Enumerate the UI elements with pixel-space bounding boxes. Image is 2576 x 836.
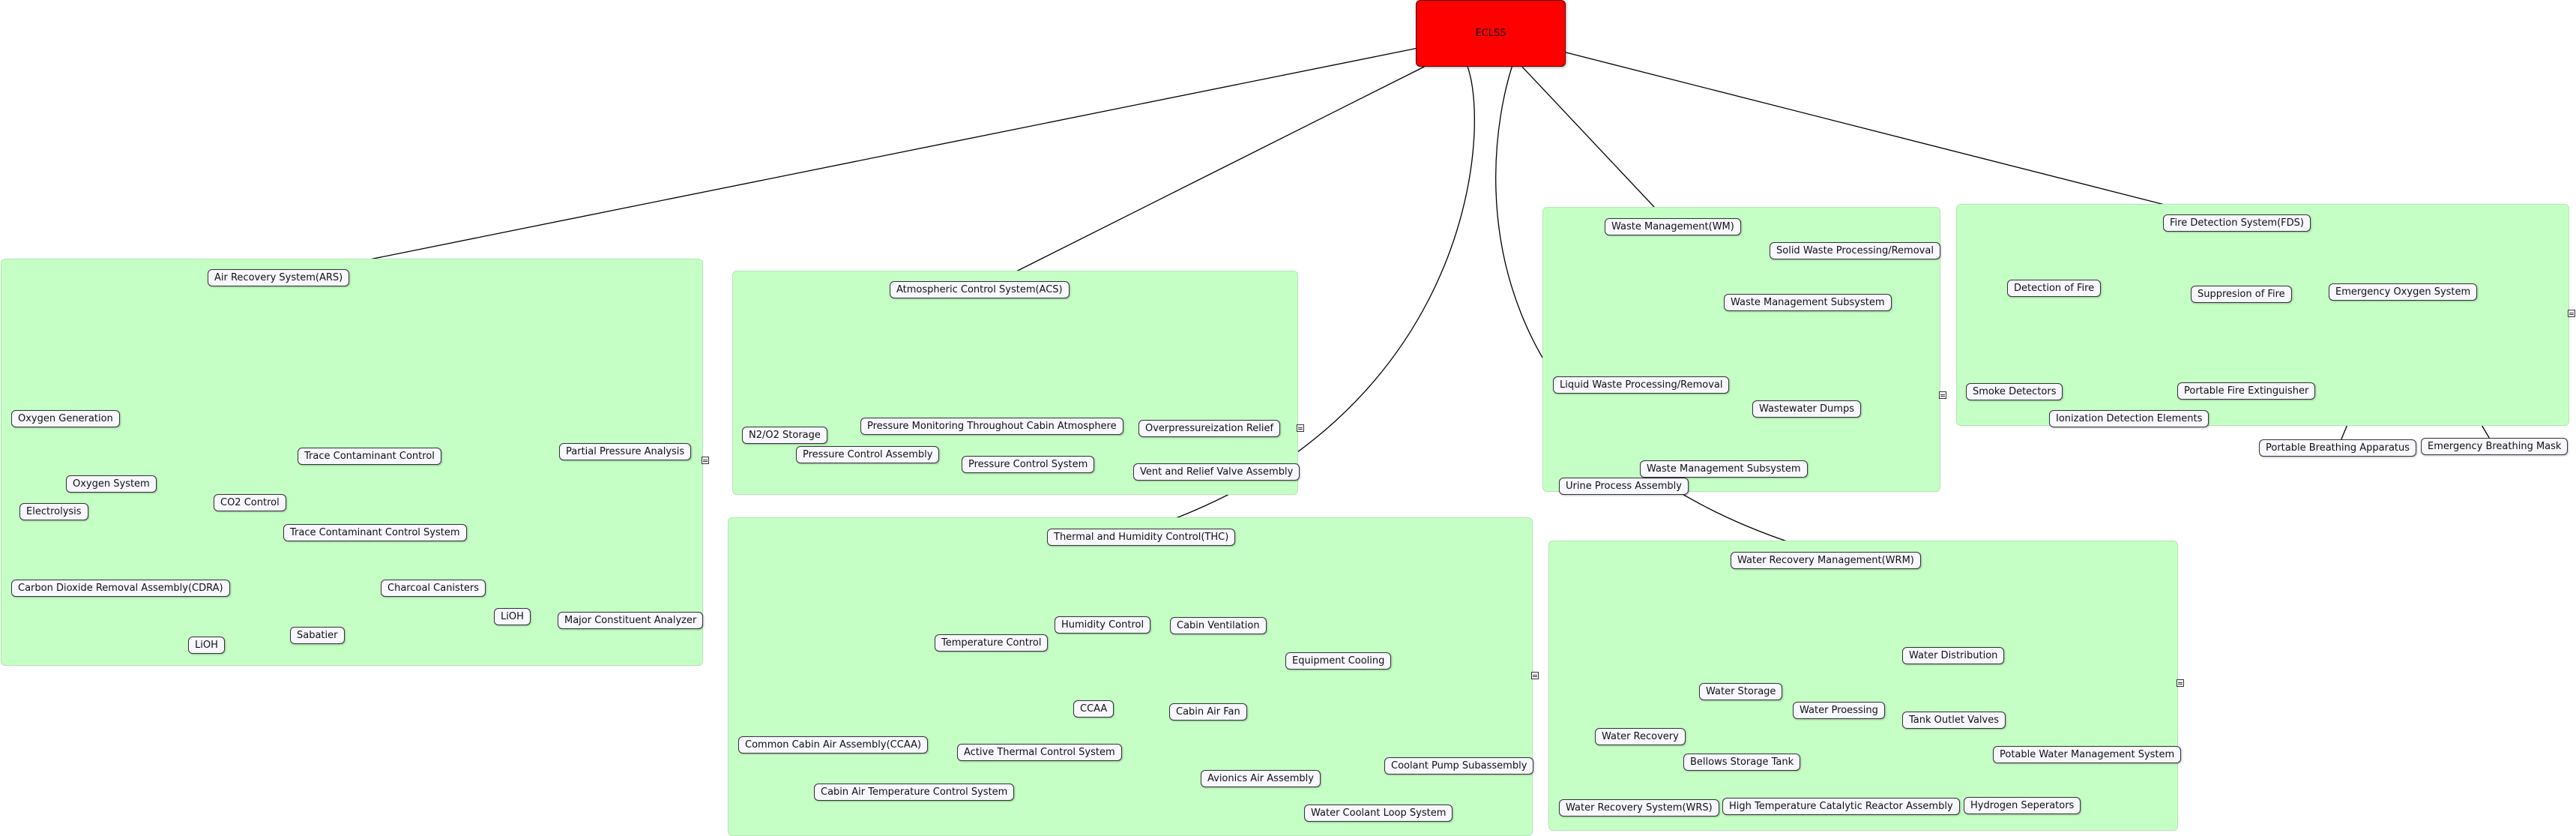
collapse-icon[interactable]: [2177, 679, 2184, 687]
node-pressure-monitoring[interactable]: Pressure Monitoring Throughout Cabin Atm…: [860, 418, 1123, 435]
node-emergency-breathing-mask[interactable]: Emergency Breathing Mask: [2421, 438, 2569, 455]
node-water-processing[interactable]: Water Proessing: [1793, 702, 1885, 719]
node-pressure-control-system[interactable]: Pressure Control System: [962, 456, 1095, 473]
node-equipment-cooling[interactable]: Equipment Cooling: [1285, 652, 1392, 670]
node-potable-water-management-system[interactable]: Potable Water Management System: [1993, 746, 2182, 763]
node-oxygen-system[interactable]: Oxygen System: [66, 475, 157, 493]
node-coolant-pump-subassembly[interactable]: Coolant Pump Subassembly: [1384, 757, 1534, 775]
node-ccaa[interactable]: CCAA: [1073, 700, 1114, 718]
group-wrm: [1548, 541, 2178, 831]
node-n2-o2-storage[interactable]: N2/O2 Storage: [742, 427, 827, 444]
collapse-icon[interactable]: [1297, 424, 1304, 432]
node-water-distribution[interactable]: Water Distribution: [1902, 647, 2005, 664]
node-active-thermal-control-system[interactable]: Active Thermal Control System: [957, 744, 1122, 761]
node-trace-contaminant-control-system[interactable]: Trace Contaminant Control System: [283, 524, 467, 541]
collapse-icon[interactable]: [2568, 310, 2575, 317]
node-co2-control[interactable]: CO2 Control: [214, 494, 286, 511]
node-vent-relief-valve-assembly[interactable]: Vent and Relief Valve Assembly: [1133, 463, 1300, 481]
node-lioh[interactable]: LiOH: [188, 637, 225, 654]
node-waste-management[interactable]: Waste Management(WM): [1605, 218, 1741, 235]
node-major-constituent-analyzer[interactable]: Major Constituent Analyzer: [558, 612, 704, 629]
group-thc: [728, 517, 1533, 836]
node-water-recovery[interactable]: Water Recovery: [1595, 728, 1686, 745]
node-cabin-ventilation[interactable]: Cabin Ventilation: [1170, 617, 1267, 634]
node-humidity-control[interactable]: Humidity Control: [1055, 616, 1151, 634]
node-emergency-oxygen-system[interactable]: Emergency Oxygen System: [2329, 283, 2478, 301]
node-lioh[interactable]: LiOH: [494, 608, 531, 625]
node-cabin-air-fan[interactable]: Cabin Air Fan: [1169, 703, 1247, 721]
node-wastewater-dumps[interactable]: Wastewater Dumps: [1752, 400, 1861, 418]
node-common-cabin-air-assembly[interactable]: Common Cabin Air Assembly(CCAA): [738, 736, 929, 754]
node-portable-fire-extinguisher[interactable]: Portable Fire Extinguisher: [2177, 382, 2316, 400]
node-bellows-storage-tank[interactable]: Bellows Storage Tank: [1683, 754, 1801, 771]
node-liquid-waste-processing[interactable]: Liquid Waste Processing/Removal: [1553, 376, 1730, 394]
node-oxygen-generation[interactable]: Oxygen Generation: [11, 410, 120, 427]
node-water-recovery-management[interactable]: Water Recovery Management(WRM): [1731, 552, 1921, 569]
root-node-eclss[interactable]: ECLSS: [1416, 0, 1566, 67]
node-detection-of-fire[interactable]: Detection of Fire: [2007, 280, 2102, 297]
node-suppression-of-fire[interactable]: Suppresion of Fire: [2191, 286, 2292, 303]
node-thermal-humidity-control[interactable]: Thermal and Humidity Control(THC): [1047, 529, 1236, 546]
node-sabatier[interactable]: Sabatier: [290, 627, 345, 644]
node-solid-waste-processing[interactable]: Solid Waste Processing/Removal: [1770, 242, 1940, 259]
node-high-temperature-catalytic-reactor-assembly[interactable]: High Temperature Catalytic Reactor Assem…: [1722, 798, 1960, 815]
node-avionics-air-assembly[interactable]: Avionics Air Assembly: [1201, 770, 1321, 787]
node-trace-contaminant-control[interactable]: Trace Contaminant Control: [298, 448, 441, 465]
connector-line: [1565, 52, 2204, 217]
connector-line: [1495, 66, 1821, 554]
node-water-storage[interactable]: Water Storage: [1699, 683, 1783, 700]
node-hydrogen-separators[interactable]: Hydrogen Seperators: [1964, 797, 2081, 814]
node-air-recovery-system[interactable]: Air Recovery System(ARS): [208, 269, 350, 286]
node-waste-management-subsystem[interactable]: Waste Management Subsystem: [1640, 460, 1808, 478]
node-cabin-air-temperature-control-system[interactable]: Cabin Air Temperature Control System: [814, 784, 1015, 801]
node-water-recovery-system[interactable]: Water Recovery System(WRS): [1559, 799, 1719, 817]
node-ionization-detection-elements[interactable]: Ionization Detection Elements: [2049, 410, 2209, 427]
node-portable-breathing-apparatus[interactable]: Portable Breathing Apparatus: [2259, 439, 2417, 457]
connector-line: [1521, 66, 1665, 219]
node-overpressure-relief[interactable]: Overpressureization Relief: [1138, 420, 1281, 437]
collapse-icon[interactable]: [1531, 672, 1539, 679]
node-water-coolant-loop-system[interactable]: Water Coolant Loop System: [1304, 805, 1453, 822]
node-temperature-control[interactable]: Temperature Control: [935, 634, 1049, 652]
connector-line: [320, 48, 1417, 272]
node-urine-process-assembly[interactable]: Urine Process Assembly: [1559, 478, 1689, 495]
node-atmospheric-control-system[interactable]: Atmospheric Control System(ACS): [890, 281, 1070, 298]
collapse-icon[interactable]: [702, 457, 709, 464]
node-waste-management-subsystem[interactable]: Waste Management Subsystem: [1724, 294, 1892, 311]
node-smoke-detectors[interactable]: Smoke Detectors: [1966, 383, 2063, 400]
node-fire-detection-system[interactable]: Fire Detection System(FDS): [2163, 214, 2311, 232]
node-charcoal-canisters[interactable]: Charcoal Canisters: [381, 580, 486, 597]
connector-line: [996, 66, 1425, 282]
node-cdra[interactable]: Carbon Dioxide Removal Assembly(CDRA): [11, 580, 230, 597]
node-electrolysis[interactable]: Electrolysis: [19, 503, 88, 520]
node-tank-outlet-valves[interactable]: Tank Outlet Valves: [1902, 712, 2006, 729]
collapse-icon[interactable]: [1939, 391, 1946, 399]
node-partial-pressure-analysis[interactable]: Partial Pressure Analysis: [559, 443, 692, 460]
node-pressure-control-assembly[interactable]: Pressure Control Assembly: [796, 446, 940, 463]
